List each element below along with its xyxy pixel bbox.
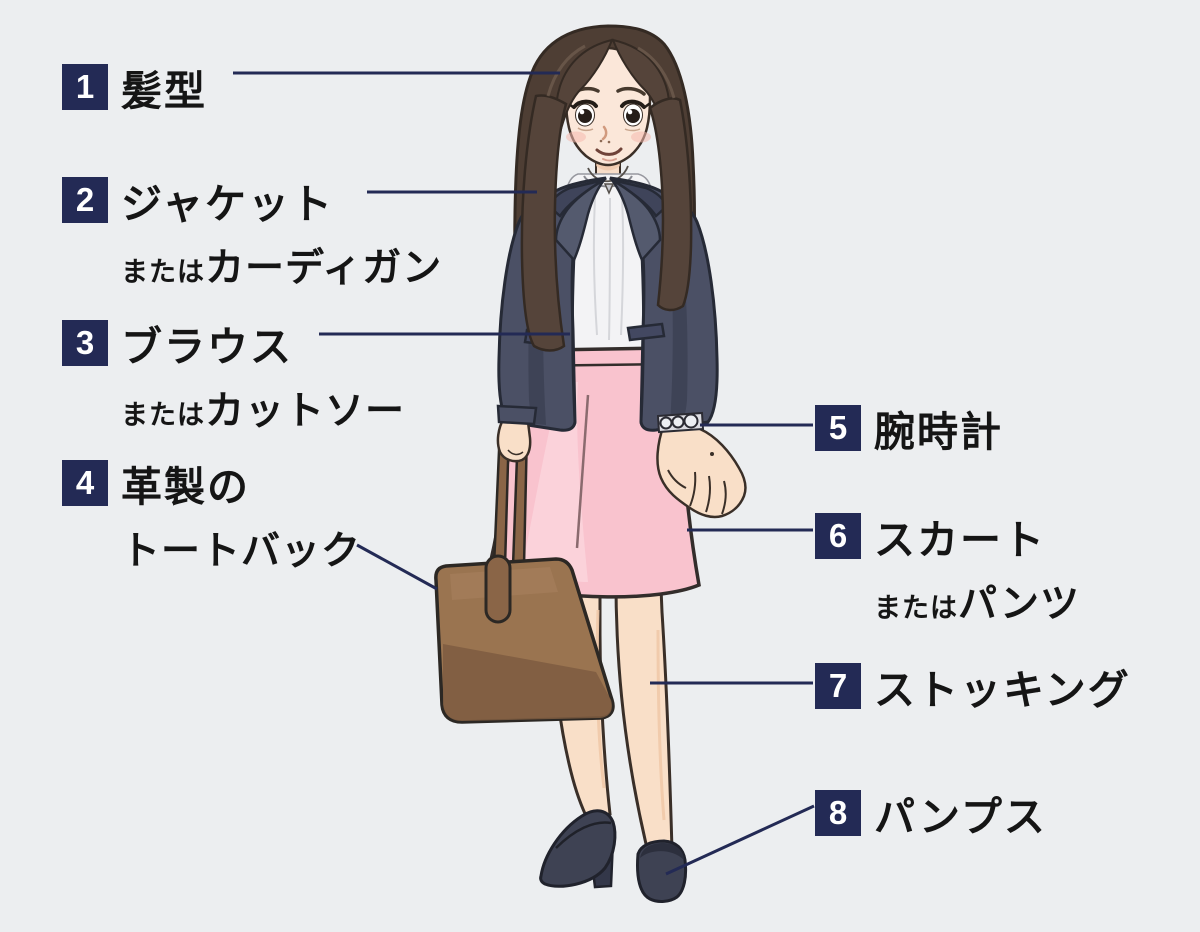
item-number-badge: 5 [815, 405, 861, 451]
pump-left [539, 809, 617, 889]
hair-highlight [546, 44, 676, 99]
item-number-badge: 1 [62, 64, 108, 110]
label-stockings: 7 ストッキング [815, 656, 1131, 716]
blush-right [631, 131, 651, 143]
nostril-right [607, 140, 611, 144]
wristwatch [656, 411, 705, 434]
tote-bag-handle [484, 554, 512, 624]
pump-right [636, 839, 688, 903]
eye-right [620, 99, 651, 132]
item-label: 腕時計 [874, 409, 1003, 455]
eyebrow-right [616, 86, 646, 96]
item-label-prefix: または [121, 257, 205, 287]
item-label-prefix: または [121, 400, 205, 430]
item-label: スカート [874, 517, 1046, 563]
item-number-badge: 4 [62, 460, 108, 506]
connector-lines [233, 71, 815, 876]
label-skirt: 6 スカート または パンツ [815, 506, 1080, 629]
item-number-badge: 7 [815, 663, 861, 709]
blouse-pleats [592, 195, 625, 341]
connector-8-pumps [665, 804, 815, 876]
item-label-alt: カーディガン [205, 247, 443, 290]
item-number-badge: 8 [815, 790, 861, 836]
connector-4-bag [356, 543, 438, 591]
label-blouse: 3 ブラウス または カットソー [62, 313, 405, 436]
lower-lip [602, 158, 617, 162]
woman-illustration [434, 24, 747, 903]
item-number-badge: 2 [62, 177, 108, 223]
skirt-highlight [522, 382, 588, 582]
tote-bag [434, 554, 615, 724]
item-label: パンプス [874, 794, 1047, 840]
nose [601, 125, 608, 141]
item-label-prefix: または [874, 593, 958, 623]
jacket-lapel-right [610, 178, 662, 263]
item-number-badge: 6 [815, 513, 861, 559]
label-pumps: 8 パンプス [815, 783, 1047, 843]
item-label: 髪型 [121, 68, 207, 114]
item-label-alt: カットソー [205, 390, 406, 433]
nostril-left [599, 139, 603, 143]
label-tote-bag: 4 革製の トートバック [62, 453, 361, 576]
item-label-alt: パンツ [958, 583, 1080, 626]
item-label: 革製の [121, 464, 250, 510]
necklace [587, 165, 629, 183]
label-jacket: 2 ジャケット または カーディガン [62, 170, 442, 293]
jacket-pocket-right [626, 322, 666, 342]
jacket-lapel-left [554, 178, 606, 263]
mouth [595, 147, 623, 156]
hair-strand-right [648, 97, 693, 312]
blush-left [566, 131, 586, 143]
hand-left [656, 420, 747, 519]
skirt-fold [575, 394, 590, 549]
label-watch: 5 腕時計 [815, 398, 1003, 458]
jacket-cuff-right-arm [496, 404, 538, 426]
hand-right [496, 404, 538, 463]
item-label: ジャケット [121, 181, 334, 227]
item-label: ストッキング [874, 667, 1131, 713]
item-number-badge: 3 [62, 320, 108, 366]
hair-strand-left [520, 94, 568, 352]
necklace-pendant [603, 183, 615, 195]
item-label-alt: トートバック [121, 530, 362, 573]
item-label: ブラウス [121, 324, 293, 370]
label-hairstyle: 1 髪型 [62, 57, 207, 117]
